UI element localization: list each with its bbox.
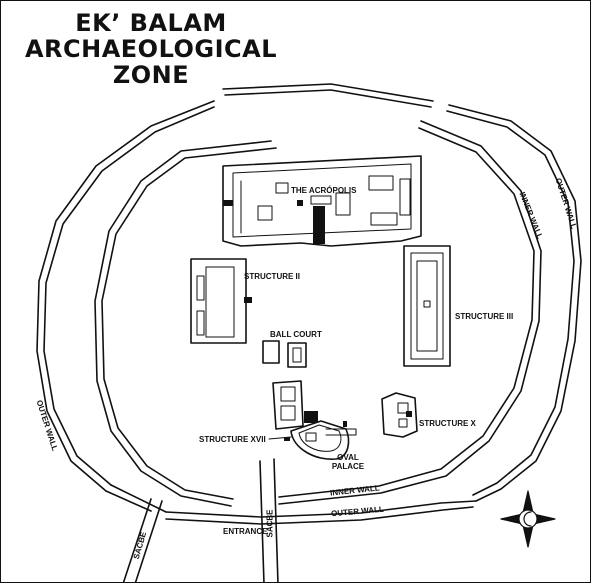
- north-crescent-icon: [523, 511, 532, 527]
- ball-court-label: BALL COURT: [270, 330, 322, 339]
- oval-palace-label-line-1: OVAL: [337, 453, 359, 462]
- structure-ii: [190, 258, 247, 344]
- acropolis-stairs: [223, 200, 325, 244]
- inner-wall: [94, 120, 542, 507]
- oval-palace-label-line-2: PALACE: [331, 462, 365, 471]
- acropolis-structure: [222, 155, 422, 247]
- structure-ii-label: STRUCTURE II: [244, 272, 300, 281]
- map-title-line-3: ZONE: [112, 61, 190, 89]
- entrance-label: ENTRANCE: [223, 527, 268, 536]
- ball-court: [262, 340, 307, 368]
- map-title-line-2: ARCHAEOLOGICAL: [24, 35, 278, 63]
- structure-x: [381, 392, 418, 438]
- sacbe-roads: [122, 458, 279, 582]
- outer-wall: [36, 83, 582, 525]
- map-title-line-1: EK’ BALAM: [75, 9, 227, 37]
- structure-iii: [403, 245, 451, 367]
- sacbe-center-label: SACBE: [265, 509, 275, 538]
- compass-rose-icon: [500, 490, 556, 548]
- acropolis-label: THE ACRÓPOLIS: [291, 186, 357, 195]
- structure-xvii-label: STRUCTURE XVII: [199, 435, 266, 444]
- structure-iii-label: STRUCTURE III: [455, 312, 514, 321]
- oval-palace-complex: [268, 380, 357, 460]
- structure-x-label: STRUCTURE X: [419, 419, 476, 428]
